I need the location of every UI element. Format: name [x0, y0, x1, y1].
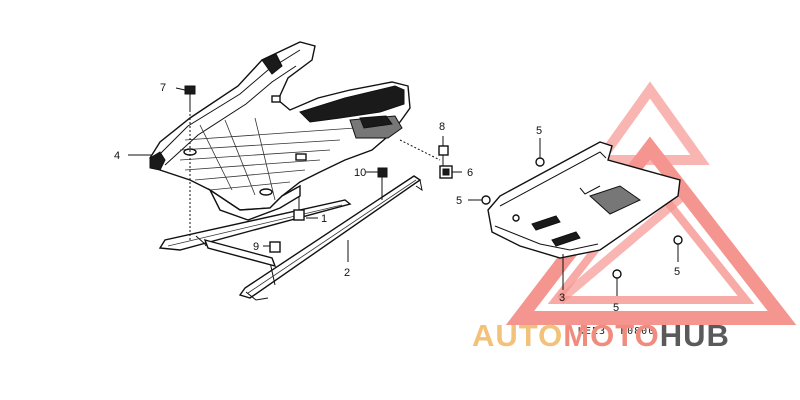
callout-labels: 7 4 1 10 9 2 8 6 5 5 3 5 5 — [114, 82, 680, 314]
callout-8: 8 — [439, 121, 445, 133]
bolt-icon — [377, 167, 388, 178]
callout-5-right: 5 — [674, 266, 680, 278]
screw-icon — [481, 195, 491, 205]
callout-9: 9 — [253, 241, 259, 253]
callout-5-left: 5 — [456, 195, 462, 207]
fastener-icons — [184, 85, 683, 279]
callout-10: 10 — [354, 167, 366, 179]
screw-icon — [673, 235, 683, 245]
brand-hub: HUB — [660, 318, 730, 353]
callout-6: 6 — [467, 167, 473, 179]
screw-icon — [535, 157, 545, 167]
bolt-icon — [184, 85, 196, 95]
floor-frame-part — [158, 175, 423, 301]
drawing-code: KEE3- F0800 — [578, 326, 655, 337]
bolt-icon — [293, 209, 305, 221]
callout-7: 7 — [160, 82, 166, 94]
watermark-brand: AUTOMOTOHUB — [472, 318, 730, 353]
side-cover-part — [487, 141, 681, 259]
callout-2: 2 — [344, 267, 350, 279]
callout-5-top: 5 — [536, 125, 542, 137]
brand-auto: AUTO — [472, 318, 563, 353]
nut-icon — [269, 241, 281, 253]
screw-icon — [612, 269, 622, 279]
callout-3: 3 — [559, 292, 565, 304]
callout-1: 1 — [321, 213, 327, 225]
bolt-icon — [438, 145, 449, 156]
leader-lines — [128, 87, 679, 296]
callout-5-bottom: 5 — [613, 302, 619, 314]
floor-board-part — [149, 41, 411, 221]
brand-moto: MOTO — [563, 318, 659, 353]
callout-4: 4 — [114, 150, 120, 162]
